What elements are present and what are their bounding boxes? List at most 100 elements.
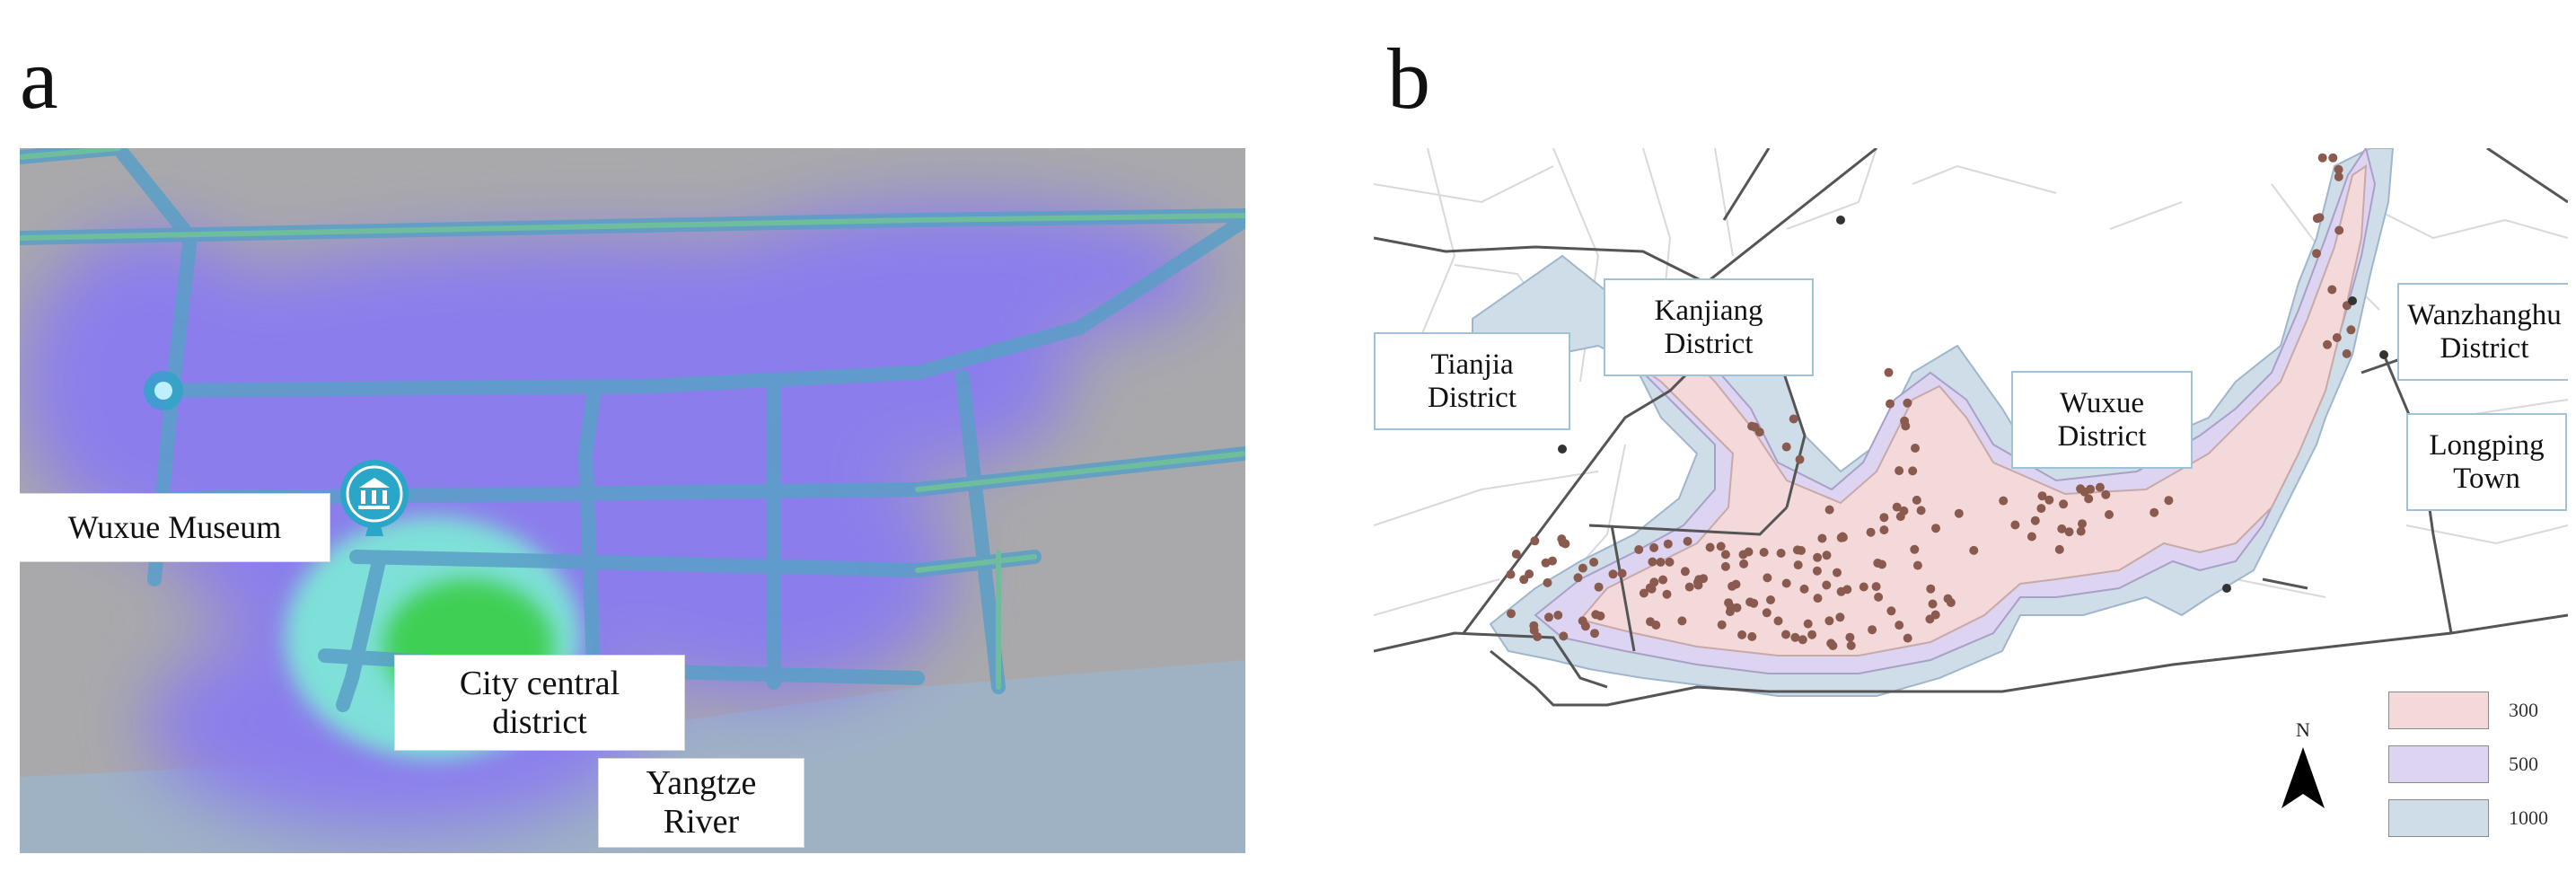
poi-dot: [1912, 495, 1921, 505]
poi-dot: [1836, 216, 1845, 225]
poi-dot: [2332, 333, 2342, 342]
buffer-map-panel-b: Tianjia District Kanjiang District Wuxue…: [1374, 148, 2568, 853]
poi-dot: [2317, 153, 2327, 163]
poi-dot: [1828, 641, 1838, 650]
poi-dot: [1745, 597, 1755, 607]
poi-dot: [1836, 586, 1846, 596]
poi-dot: [1822, 580, 1832, 590]
label-wuxue-museum: Wuxue Museum: [20, 494, 330, 561]
poi-dot: [1648, 557, 1657, 567]
poi-dot: [1693, 580, 1703, 590]
poi-dot: [1651, 621, 1661, 630]
poi-dot: [1705, 542, 1715, 552]
poi-dot: [2222, 584, 2231, 593]
poi-dot: [1759, 548, 1769, 557]
poi-dot: [1817, 533, 1827, 543]
poi-dot: [1845, 632, 1855, 642]
poi-dot: [1750, 422, 1760, 432]
poi-dot: [1900, 416, 1910, 426]
poi-dot: [1773, 616, 1783, 626]
poi-dot: [1969, 545, 1979, 555]
poi-dot: [1738, 550, 1748, 559]
poi-dot: [2101, 489, 2111, 499]
poi-dot: [1720, 561, 1730, 571]
poi-dot: [1871, 582, 1881, 592]
poi-dot: [1553, 611, 1563, 620]
poi-dot: [2327, 285, 2337, 295]
poi-dot: [1886, 606, 1896, 616]
poi-marker-core: [154, 382, 172, 400]
poi-dot: [1781, 630, 1790, 639]
poi-dot: [1846, 640, 1856, 650]
poi-dot: [1684, 582, 1694, 592]
poi-dot: [1762, 608, 1772, 618]
poi-dot: [1803, 619, 1813, 629]
poi-dot: [1884, 367, 1894, 377]
poi-dot: [1926, 584, 1936, 594]
poi-dot: [1812, 566, 1822, 576]
poi-dot: [2342, 348, 2352, 358]
poi-dot: [1908, 466, 1918, 476]
poi-dot: [1543, 577, 1552, 587]
poi-dot: [1797, 546, 1806, 555]
poi-dot: [1656, 558, 1666, 567]
poi-dot: [1590, 629, 1599, 639]
poi-dot: [1617, 568, 1627, 578]
poi-dot: [1781, 578, 1791, 588]
poi-dot: [1557, 534, 1567, 544]
poi-dot: [2348, 296, 2357, 305]
poi-dot: [2010, 520, 2020, 530]
poi-dot: [2334, 164, 2343, 174]
poi-dot: [1824, 505, 1834, 515]
poi-dot: [1728, 581, 1737, 591]
poi-dot: [2150, 507, 2159, 517]
poi-dot: [1928, 599, 1938, 609]
poi-dot: [1525, 569, 1534, 579]
poi-dot: [1912, 560, 1922, 570]
poi-dot: [1573, 573, 1583, 583]
poi-dot: [1813, 594, 1823, 603]
poi-dot: [1781, 442, 1791, 452]
label-tianjia-district: Tianjia District: [1374, 332, 1570, 430]
poi-dot: [2027, 532, 2036, 542]
poi-dot: [1665, 557, 1675, 567]
poi-dot: [1798, 635, 1807, 645]
poi-dot: [1886, 399, 1895, 409]
poi-dot: [1511, 550, 1521, 559]
poi-dot: [1720, 550, 1730, 559]
poi-dot: [1790, 632, 1800, 642]
poi-dot: [2105, 510, 2114, 519]
poi-dot: [1835, 612, 1845, 622]
poi-dot: [1766, 595, 1775, 604]
poi-dot: [2334, 225, 2344, 235]
heatmap-panel-a: Wuxue Museum City central district Yangt…: [20, 148, 1245, 853]
poi-dot: [1649, 542, 1659, 552]
poi-dot: [1507, 609, 1516, 619]
poi-dot: [1530, 536, 1540, 546]
poi-dot: [1663, 539, 1673, 549]
poi-dot: [1807, 630, 1817, 639]
poi-dot: [1608, 569, 1618, 579]
north-arrow-icon: [2281, 747, 2325, 808]
poi-dot: [2044, 495, 2054, 505]
label-wuxue-district: Wuxue District: [2011, 371, 2193, 469]
poi-dot: [2379, 350, 2388, 359]
poi-dot: [2076, 526, 2086, 536]
poi-dot: [1879, 525, 1889, 535]
poi-dot: [2323, 339, 2332, 349]
poi-dot: [1680, 567, 1690, 577]
poi-dot: [1874, 592, 1884, 602]
poi-dot: [2059, 499, 2069, 509]
poi-dot: [1716, 542, 1726, 551]
poi-dot: [2086, 484, 2096, 494]
poi-dot: [1895, 466, 1904, 476]
legend-swatch-1000: [2388, 799, 2489, 837]
poi-dot: [1763, 573, 1772, 583]
legend-item-500: 500: [2388, 745, 2538, 783]
poi-dot: [1895, 512, 1905, 522]
legend-swatch-300: [2388, 692, 2489, 729]
poi-dot: [2030, 515, 2040, 525]
poi-dot: [1822, 551, 1832, 560]
poi-dot: [2334, 172, 2343, 181]
poi-dot: [1634, 545, 1644, 554]
